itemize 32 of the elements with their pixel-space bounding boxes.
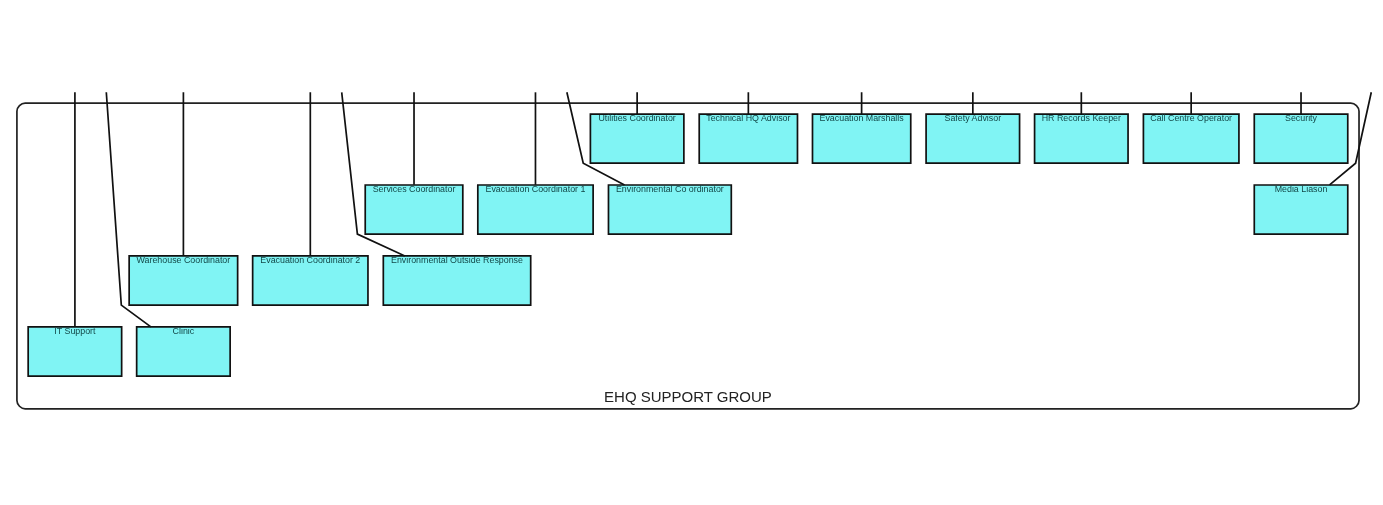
node-box: HR Records Keeper xyxy=(1033,112,1129,164)
connector xyxy=(747,90,750,115)
connector xyxy=(74,90,76,328)
node-box: Safety Advisor xyxy=(925,112,1021,164)
connector xyxy=(182,90,185,257)
connector xyxy=(566,90,626,186)
node-box: Environmental Outside Response xyxy=(382,254,532,306)
connector xyxy=(1328,90,1373,186)
node-box: Technical HQ Advisor xyxy=(698,112,799,164)
connector xyxy=(340,90,406,257)
node-box: Evacuation Marshalls xyxy=(811,112,912,164)
node-box: Evacuation Coordinator 2 xyxy=(251,254,369,306)
connector xyxy=(309,90,312,257)
connector xyxy=(971,90,974,115)
node-box: Services Coordinator xyxy=(364,183,464,235)
connector xyxy=(413,90,415,186)
connector xyxy=(860,90,863,115)
node-box: Utilities Coordinator xyxy=(589,112,685,164)
node-box: Call Centre Operator xyxy=(1142,112,1240,164)
node-box: Evacuation Coordinator 1 xyxy=(476,183,594,235)
connector xyxy=(534,90,537,186)
node-box: Clinic xyxy=(135,325,231,377)
node-box: Security xyxy=(1253,112,1349,164)
connector xyxy=(1190,90,1193,115)
connector xyxy=(1300,90,1302,115)
node-box: Environmental Co ordinator xyxy=(607,183,733,235)
connector xyxy=(105,90,152,328)
node-box: Warehouse Coordinator xyxy=(128,254,239,306)
connector xyxy=(1080,90,1083,115)
connector xyxy=(636,90,638,115)
node-box: IT Support xyxy=(27,325,123,377)
node-box: Media Liason xyxy=(1253,183,1349,235)
